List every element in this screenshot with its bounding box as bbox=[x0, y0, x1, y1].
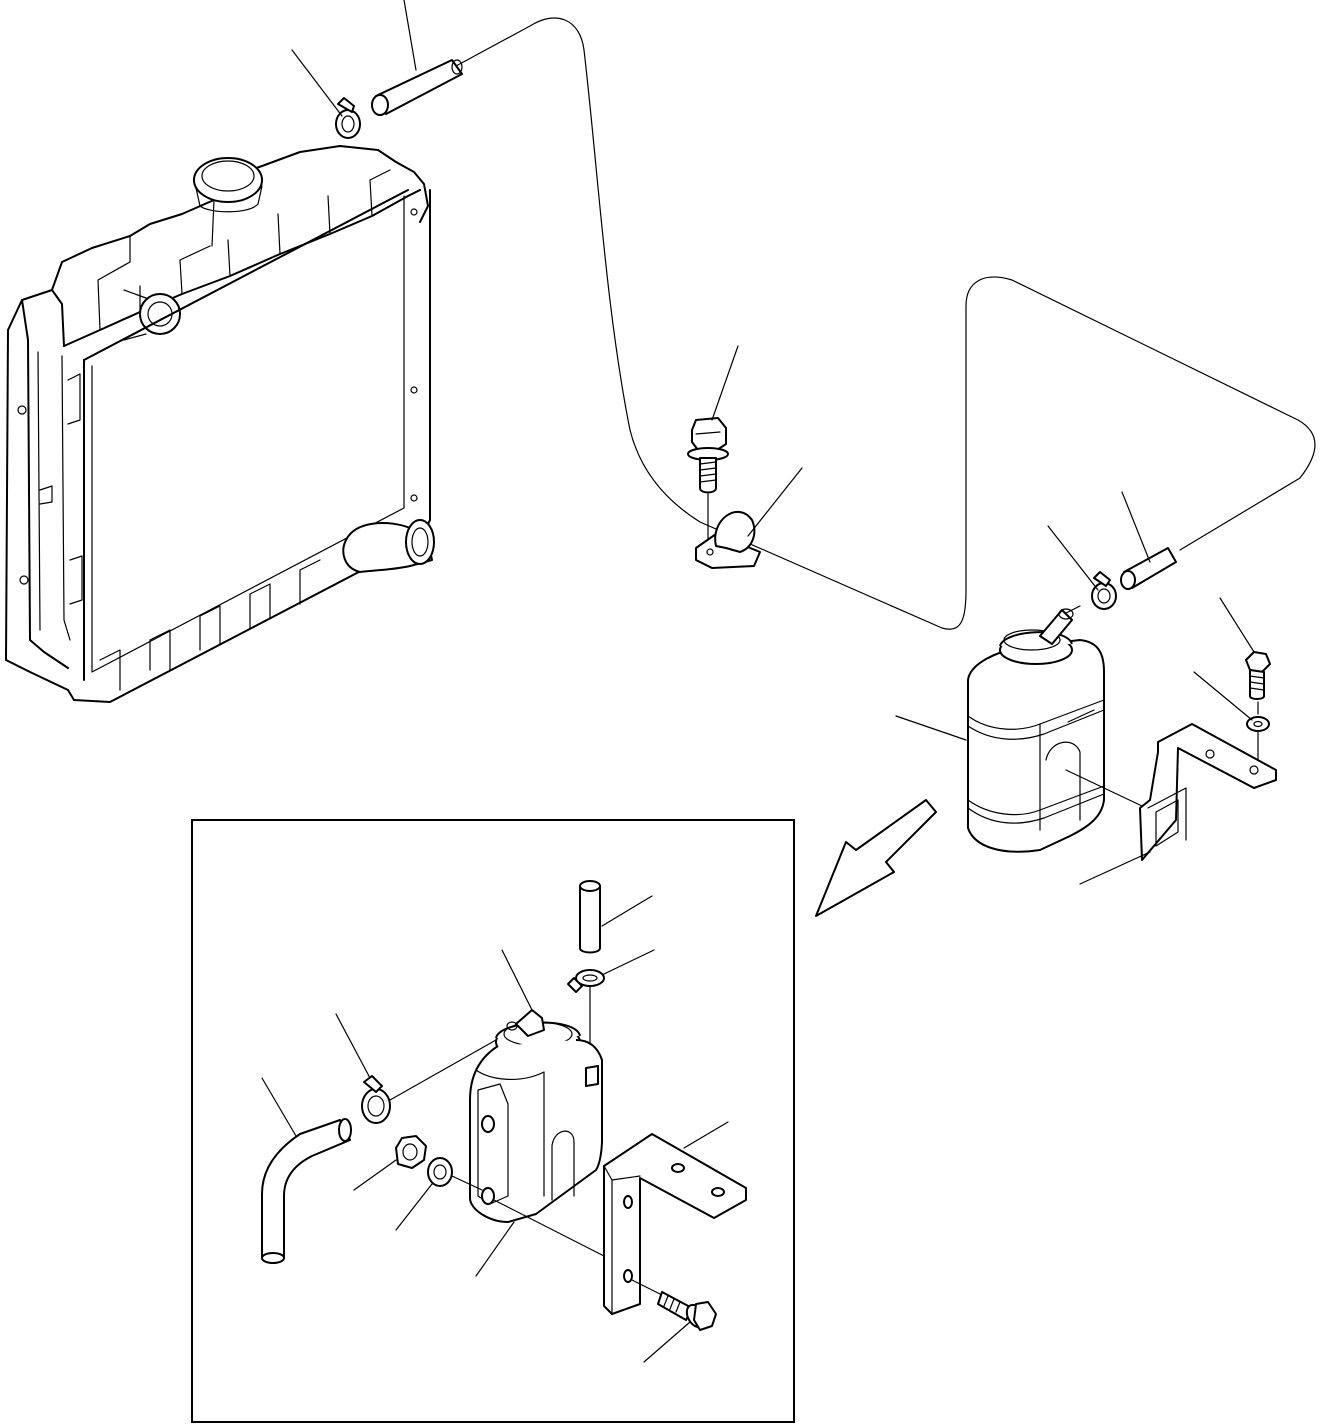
bracket-icon bbox=[1065, 723, 1277, 861]
nut-icon bbox=[353, 1135, 427, 1191]
hose-icon bbox=[261, 1077, 352, 1264]
arrow-icon bbox=[815, 799, 937, 917]
overflow-hose-upper bbox=[455, 17, 1316, 630]
bolt-icon bbox=[631, 1279, 717, 1363]
detail-view bbox=[191, 819, 795, 1423]
clamp-icon bbox=[335, 1013, 497, 1124]
bolt-icon bbox=[687, 417, 729, 541]
pipe-icon bbox=[579, 880, 653, 954]
bracket-icon bbox=[603, 1121, 747, 1315]
hose-icon bbox=[1120, 547, 1177, 590]
tank-icon bbox=[469, 1039, 603, 1277]
hose-icon bbox=[371, 59, 463, 116]
bolt-icon bbox=[1245, 651, 1271, 715]
clamp-icon bbox=[335, 97, 361, 139]
leader-lines bbox=[291, 0, 1255, 885]
radiator-icon bbox=[5, 145, 435, 703]
clamp-icon bbox=[567, 949, 655, 1061]
washer-icon bbox=[395, 1157, 605, 1257]
clamp-icon bbox=[1063, 571, 1117, 615]
tank-icon bbox=[967, 608, 1105, 853]
clip-icon bbox=[695, 510, 761, 569]
